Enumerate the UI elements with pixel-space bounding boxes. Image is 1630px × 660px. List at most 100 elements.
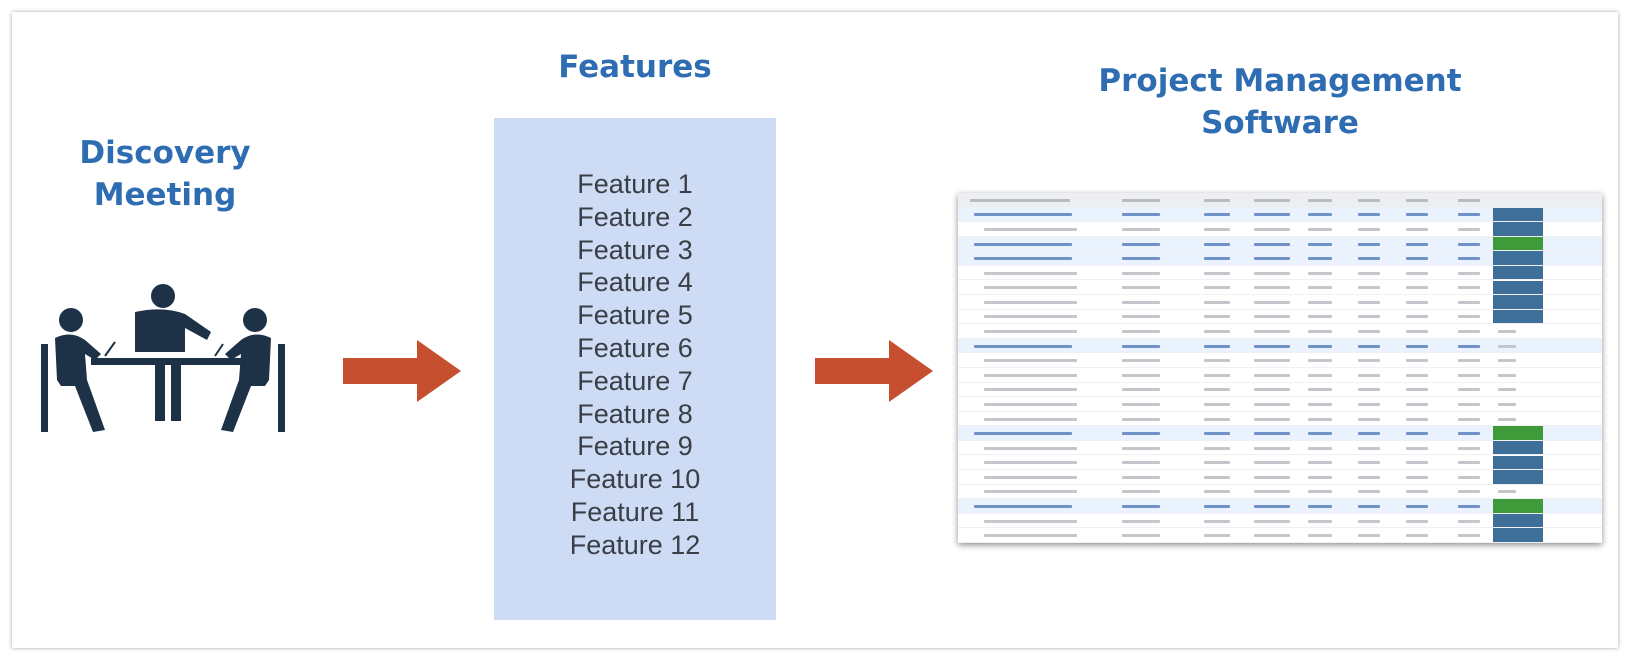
pm-table-cell <box>1458 300 1480 304</box>
pm-table-cell <box>1308 271 1332 275</box>
pm-row-divider <box>958 541 1602 543</box>
heading-line: Discovery <box>79 135 251 171</box>
pm-table-cell <box>974 242 1072 246</box>
pm-table-cell <box>1122 227 1160 231</box>
pm-table-cell <box>1406 446 1428 450</box>
pm-table-cell <box>1406 286 1428 290</box>
pm-status-text <box>1498 388 1516 392</box>
pm-table-cell <box>1308 330 1332 334</box>
pm-table-cell <box>1406 271 1428 275</box>
pm-table-cell <box>984 227 1077 231</box>
pm-table-cell <box>1406 315 1428 319</box>
pm-table-cell <box>1458 461 1480 465</box>
pm-table-cell <box>1122 300 1160 304</box>
pm-table-cell <box>1458 417 1480 421</box>
pm-table-row <box>958 426 1602 441</box>
pm-row-divider <box>958 469 1602 471</box>
pm-table-cell <box>974 432 1072 436</box>
pm-table-cell <box>1204 271 1230 275</box>
pm-table-cell <box>984 359 1077 363</box>
pm-table-cell <box>1122 475 1160 479</box>
pm-table-cell <box>974 213 1072 217</box>
pm-table-cell <box>1458 475 1480 479</box>
pm-table-cell <box>1308 213 1332 217</box>
pm-table-cell <box>1122 344 1160 348</box>
pm-status-text <box>1498 330 1516 334</box>
pm-table-cell <box>1122 330 1160 334</box>
pm-table-cell <box>1458 227 1480 231</box>
pm-table-cell <box>1254 373 1290 377</box>
features-heading: Features <box>558 49 712 85</box>
pm-table-cell <box>1308 286 1332 290</box>
pm-table-cell <box>1204 534 1230 538</box>
pm-row-divider <box>958 206 1602 208</box>
pm-table-cell <box>1458 373 1480 377</box>
pm-table-cell <box>1458 519 1480 523</box>
pm-row-divider <box>958 221 1602 223</box>
pm-table-cell <box>1458 330 1480 334</box>
pm-table-cell <box>1308 475 1332 479</box>
pm-table-cell <box>974 344 1072 348</box>
pm-row-divider <box>958 439 1602 441</box>
pm-table-row <box>958 397 1602 412</box>
pm-table-cell <box>984 330 1077 334</box>
pm-table-cell <box>1204 373 1230 377</box>
pm-table-row <box>958 222 1602 237</box>
pm-table-cell <box>1406 490 1428 494</box>
pm-table-cell <box>1308 505 1332 509</box>
pm-row-divider <box>958 483 1602 485</box>
pm-status-badge <box>1493 513 1543 529</box>
arrow-right-icon <box>815 340 933 406</box>
pm-table-cell <box>1358 373 1380 377</box>
pm-table-cell <box>1358 519 1380 523</box>
pm-status-badge <box>1493 309 1543 325</box>
pm-table-cell <box>984 388 1077 392</box>
pm-status-badge <box>1493 251 1543 266</box>
project-management-screenshot <box>958 193 1602 543</box>
pm-table-cell <box>1358 315 1380 319</box>
pm-row-divider <box>958 527 1602 529</box>
pm-table-cell <box>1458 242 1480 246</box>
pm-table-cell <box>1308 432 1332 436</box>
pm-table-cell <box>1358 432 1380 436</box>
pm-table-row <box>958 440 1602 456</box>
pm-table-cell <box>1122 373 1160 377</box>
pm-table-cell <box>984 286 1077 290</box>
pm-status-badge <box>1493 265 1543 281</box>
pm-table-cell <box>1204 344 1230 348</box>
pm-table-cell <box>1458 432 1480 436</box>
pm-table-cell <box>1204 359 1230 363</box>
pm-table-cell <box>1406 373 1428 377</box>
pm-table-cell <box>1204 519 1230 523</box>
arrow-right-icon <box>343 340 461 406</box>
pm-table-cell <box>1458 286 1480 290</box>
pm-table-cell <box>1204 490 1230 494</box>
pm-table-cell <box>1204 242 1230 246</box>
pm-table-cell <box>1204 461 1230 465</box>
pm-row-divider <box>958 352 1602 354</box>
pm-table-cell <box>1254 257 1290 261</box>
feature-item: Feature 4 <box>577 267 693 298</box>
pm-table-row <box>958 455 1602 471</box>
pm-table-cell <box>984 446 1077 450</box>
pm-table-cell <box>1308 300 1332 304</box>
pm-table-cell <box>1204 213 1230 217</box>
pm-table-cell <box>1254 534 1290 538</box>
pm-table-cell <box>1122 505 1160 509</box>
pm-table-cell <box>1254 432 1290 436</box>
features-box: Feature 1 Feature 2 Feature 3 Feature 4 … <box>494 118 776 620</box>
pm-status-text <box>1498 359 1516 363</box>
pm-table-cell <box>1458 388 1480 392</box>
pm-table-cell <box>1406 359 1428 363</box>
pm-table-cell <box>1358 359 1380 363</box>
pm-table-cell <box>1458 198 1480 202</box>
pm-table-cell <box>984 519 1077 523</box>
pm-table-cell <box>1406 198 1428 202</box>
pm-table-cell <box>1122 271 1160 275</box>
pm-table-cell <box>1254 213 1290 217</box>
pm-table-cell <box>1254 300 1290 304</box>
pm-table-cell <box>1122 417 1160 421</box>
pm-table-cell <box>1406 461 1428 465</box>
pm-table-cell <box>1204 315 1230 319</box>
pm-table-row <box>958 528 1602 543</box>
